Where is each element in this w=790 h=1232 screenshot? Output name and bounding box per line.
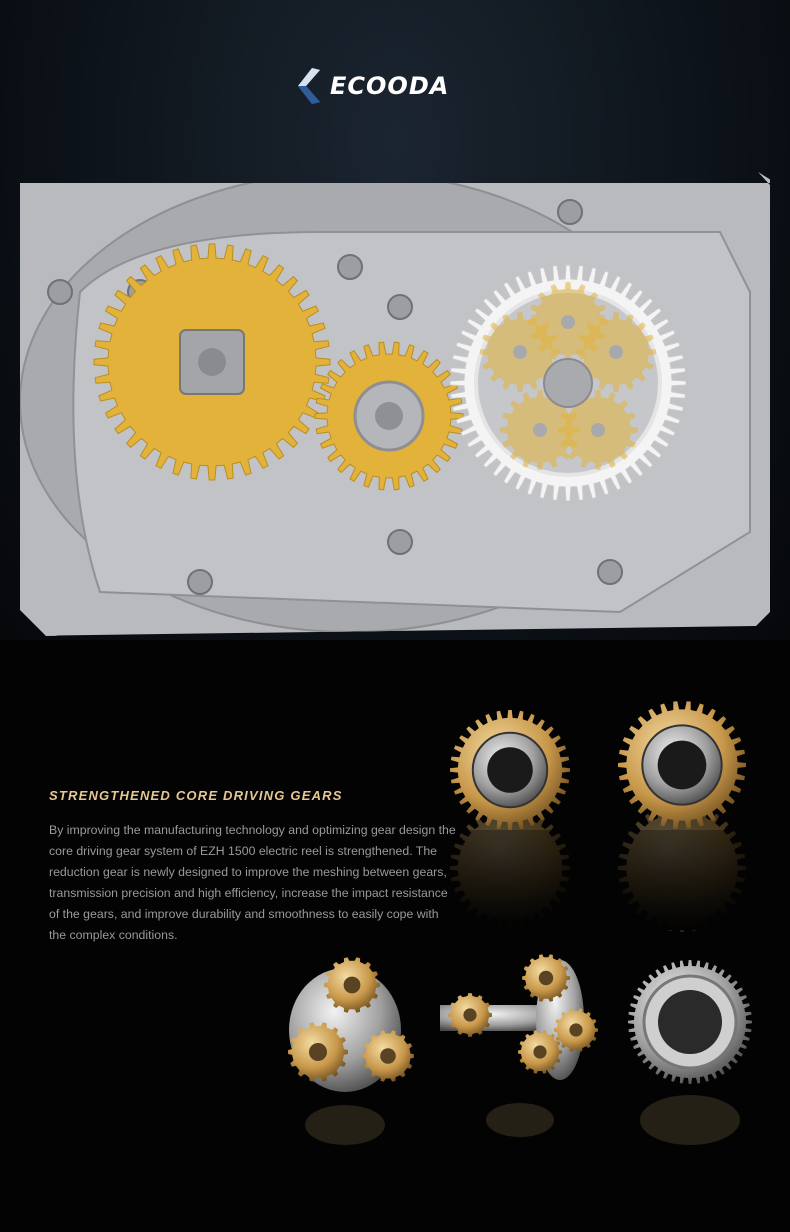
shaft-gear-top-bore (538, 970, 554, 986)
screw-hole (337, 254, 363, 280)
gear-diagram (20, 172, 770, 636)
screw-hole (597, 559, 623, 585)
intermediate-hub (375, 402, 403, 430)
planetary-pin (591, 423, 605, 437)
planetary-pin (513, 345, 527, 359)
logo-mark-icon (298, 68, 320, 104)
product-reflection (486, 1103, 554, 1137)
carrier-gear-right-bore (380, 1048, 396, 1064)
brand-logo: ECOODA (290, 66, 449, 106)
brand-name: ECOODA (330, 72, 450, 100)
shaft-gear-right-bore (569, 1023, 583, 1037)
pinion-gear-bore (463, 1008, 477, 1022)
feature-heading: STRENGTHENED CORE DRIVING GEARS (49, 788, 343, 803)
silver-ring-bore (658, 990, 722, 1054)
sun-gear-hub (543, 358, 593, 408)
screw-hole (387, 294, 413, 320)
screw-hole (47, 279, 73, 305)
drive-shaft (198, 348, 226, 376)
planetary-pin (533, 423, 547, 437)
bearing-gear-large-bore (487, 747, 533, 793)
gear-diagram-drawing (20, 172, 751, 633)
bearing-gear-side-bore (657, 740, 707, 790)
reflection-fade (430, 830, 790, 930)
planetary-pin (561, 315, 575, 329)
screw-hole (387, 529, 413, 555)
feature-description: By improving the manufacturing technolog… (49, 823, 456, 942)
shaft-gear-bottom-bore (533, 1045, 547, 1059)
carrier-gear-left-bore (309, 1043, 327, 1061)
screw-hole (187, 569, 213, 595)
screw-hole (557, 199, 583, 225)
product-reflection (305, 1105, 385, 1145)
product-reflection (640, 1095, 740, 1145)
carrier-gear-top-bore (343, 976, 361, 994)
planetary-pin (609, 345, 623, 359)
